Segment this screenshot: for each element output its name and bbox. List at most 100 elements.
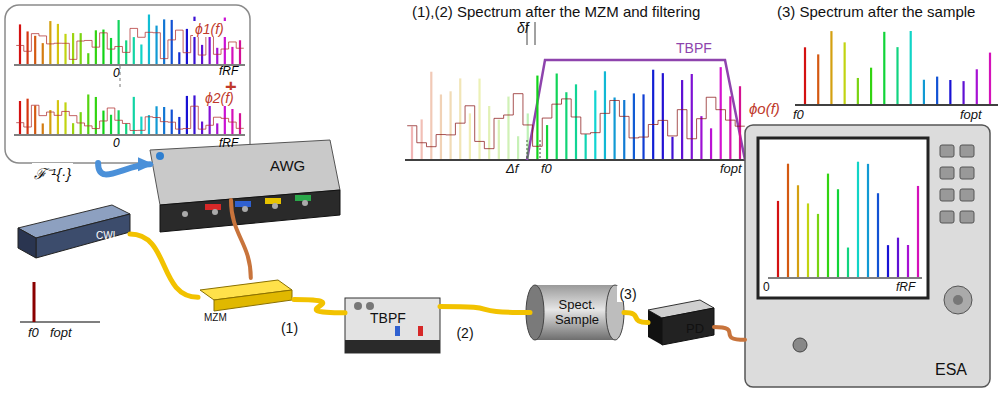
spectral-line bbox=[110, 115, 112, 134]
button bbox=[960, 167, 974, 179]
spectral-line bbox=[72, 123, 74, 134]
spectral-line bbox=[517, 136, 519, 159]
device-label: MZM bbox=[204, 312, 227, 324]
device-node: MZM bbox=[198, 278, 294, 326]
spectral-line bbox=[720, 67, 722, 159]
device-node: ϕ1(f)0fRF+ϕ2(f)0fRF bbox=[5, 5, 250, 163]
spectral-line bbox=[804, 47, 806, 104]
modulator bbox=[200, 280, 292, 311]
device-node: Spect. Sample bbox=[530, 285, 624, 340]
shape bbox=[212, 209, 218, 215]
spectral-line bbox=[729, 96, 731, 159]
spectral-line bbox=[797, 185, 799, 277]
axis bbox=[14, 64, 245, 65]
spectral-line bbox=[34, 36, 36, 64]
spectral-line bbox=[623, 100, 625, 159]
shape bbox=[745, 125, 990, 387]
spectral-line bbox=[178, 117, 180, 134]
laser-line bbox=[33, 282, 36, 322]
spectral-line bbox=[163, 107, 165, 134]
connector bbox=[624, 313, 648, 323]
spectral-line bbox=[163, 19, 165, 64]
annotation: f0 bbox=[541, 162, 552, 177]
spectral-line bbox=[837, 189, 839, 277]
spectral-line bbox=[527, 113, 529, 159]
connector bbox=[231, 200, 251, 278]
spectral-line bbox=[231, 47, 233, 64]
annotation: fopt bbox=[960, 108, 982, 123]
spectral-line bbox=[201, 122, 203, 134]
spectral-line bbox=[604, 71, 606, 159]
shape bbox=[345, 298, 440, 353]
edge-label: ℱ⁻¹{·} bbox=[32, 163, 73, 183]
spectral-line bbox=[216, 48, 218, 64]
spectral-line bbox=[26, 99, 28, 134]
spectral-line bbox=[857, 78, 859, 104]
spectral-line bbox=[42, 43, 44, 64]
spectral-line bbox=[64, 102, 66, 134]
spectral-line bbox=[64, 34, 66, 64]
spectral-line bbox=[148, 115, 150, 134]
axis bbox=[14, 134, 245, 135]
device-node: CWL bbox=[36, 214, 130, 254]
device-node: AWG bbox=[150, 145, 330, 200]
spectral-line bbox=[877, 193, 879, 277]
spectral-line bbox=[739, 86, 741, 159]
spectral-line bbox=[883, 32, 885, 104]
shape bbox=[940, 145, 974, 223]
spectral-line bbox=[148, 15, 150, 64]
annotation: (3) Spectrum after the sample bbox=[777, 3, 975, 20]
spectral-line bbox=[57, 100, 59, 134]
spectral-line bbox=[830, 31, 832, 104]
spectral-line bbox=[440, 94, 442, 159]
device-label: PD bbox=[686, 322, 704, 337]
spectral-line bbox=[102, 111, 104, 134]
device-label: 0 bbox=[113, 137, 120, 151]
device-node: TBPF bbox=[345, 298, 440, 340]
button bbox=[960, 211, 974, 223]
spectral-line bbox=[662, 73, 664, 159]
phase-line bbox=[16, 105, 244, 130]
photodiode bbox=[648, 300, 714, 345]
device-node: ESA bbox=[745, 125, 990, 387]
spectral-line bbox=[133, 97, 135, 134]
spectral-line bbox=[186, 29, 188, 64]
shape bbox=[953, 295, 963, 305]
button bbox=[940, 189, 954, 201]
spectral-line bbox=[817, 214, 819, 277]
button bbox=[960, 189, 974, 201]
shape bbox=[205, 204, 221, 210]
spectral-line bbox=[507, 97, 509, 159]
shape bbox=[265, 198, 281, 204]
device-label: 0 bbox=[113, 67, 120, 81]
device-label: Spect. Sample bbox=[542, 298, 612, 328]
device-label: ϕ2(f) bbox=[203, 90, 236, 106]
shape bbox=[182, 211, 188, 217]
spectral-line bbox=[49, 110, 51, 134]
shape bbox=[418, 326, 423, 336]
spectral-line bbox=[700, 116, 702, 159]
axis bbox=[795, 104, 998, 105]
spectral-line bbox=[155, 26, 157, 64]
spectral-line bbox=[459, 78, 461, 159]
annotation: (1),(2) Spectrum after the MZM and filte… bbox=[412, 3, 700, 20]
spectral-line bbox=[478, 79, 480, 159]
spectral-line bbox=[910, 31, 912, 104]
spectral-line bbox=[133, 37, 135, 64]
axis bbox=[20, 321, 100, 322]
spectral-line bbox=[19, 24, 21, 64]
shape bbox=[535, 285, 615, 340]
spectral-line bbox=[807, 203, 809, 277]
shape bbox=[944, 286, 972, 314]
filter-shape bbox=[527, 60, 745, 160]
spectral-line bbox=[193, 95, 195, 134]
spectral-line bbox=[936, 77, 938, 104]
inset-panel bbox=[5, 5, 250, 163]
annotation: fopt bbox=[720, 162, 742, 177]
button bbox=[940, 145, 954, 157]
connector bbox=[98, 163, 150, 174]
spectral-line bbox=[421, 119, 423, 159]
device-label: ϕ1(f) bbox=[193, 21, 226, 37]
